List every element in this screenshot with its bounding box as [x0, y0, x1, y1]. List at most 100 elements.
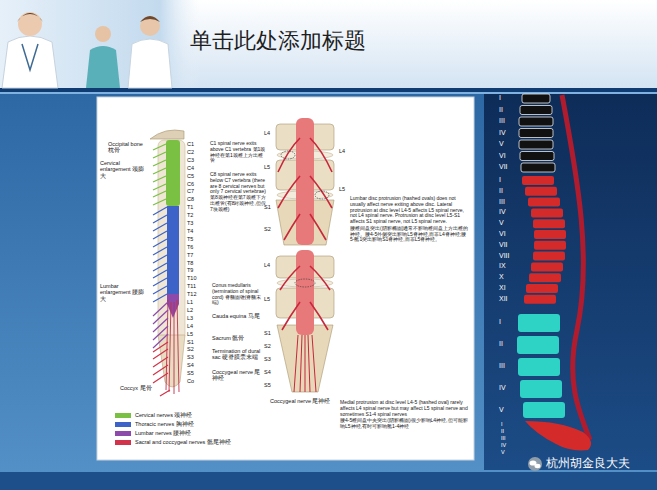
figure-panel	[97, 97, 474, 460]
vertebra-number: III	[499, 362, 505, 370]
note-text: Medial protrusion at disc level L4-5 (ha…	[340, 400, 468, 417]
sacral-spine-figure	[276, 250, 334, 392]
segment-label: T12	[187, 291, 196, 297]
segment-label: T7	[187, 252, 193, 258]
anatomy-label: Coccygeal nerve 尾神经	[212, 369, 264, 382]
level-label: L5	[264, 296, 270, 302]
legend-swatch	[115, 413, 131, 418]
note-text: 腰4-5椎间盘中央突出(阴影椭圆)很少影响L4神经,但可能影响L5神经,有时可影…	[340, 418, 468, 430]
watermark: 杭州胡金良大夫	[546, 457, 630, 471]
vertebra-number: V	[499, 406, 504, 414]
vertebra-number: I	[499, 318, 501, 326]
legend-text: Cervical nerves 颈神经	[135, 412, 192, 418]
legend-text: Sacral and coccygeal nerves 骶尾神经	[135, 439, 231, 445]
legend-text: Lumbar nerves 腰神经	[135, 430, 191, 436]
callout-note: C1 spinal nerve exits above C1 vertebra …	[210, 141, 266, 164]
segment-label: T1	[187, 204, 193, 210]
lumbar-spine-figure	[276, 118, 334, 245]
vertebra-number: IX	[499, 262, 506, 270]
vertebra-number: III	[501, 435, 506, 441]
vertebra-number: II	[499, 340, 503, 348]
legend-row: Sacral and coccygeal nerves 骶尾神经	[115, 439, 231, 446]
legend-row: Lumbar nerves 腰神经	[115, 430, 191, 437]
level-label: L5	[264, 164, 270, 170]
anatomy-label: Conus medullaris (termination of spinal …	[212, 283, 264, 306]
anatomy-label: Termination of dural sac 硬脊膜囊末端	[212, 348, 262, 361]
segment-label: L1	[187, 299, 193, 305]
segment-label: L3	[187, 315, 193, 321]
anatomy-label: Coccyx 尾骨	[120, 385, 152, 391]
segment-label: S5	[187, 370, 194, 376]
level-label: S3	[264, 356, 271, 362]
anatomy-label: Lumbar enlargement 腰膨大	[100, 283, 148, 302]
note-text: Lumbar disc protrusion (hashed ovals) do…	[350, 196, 470, 225]
vertebra-number: III	[499, 198, 505, 206]
anatomy-label: Occipital bone 枕骨	[108, 141, 148, 154]
slide-title: 单击此处添加标题	[190, 28, 366, 53]
vertebra-number: V	[501, 449, 505, 455]
anatomy-label: Coccygeal nerve 尾神经	[270, 398, 336, 404]
vertebra-number: I	[499, 176, 501, 184]
legend-text: Thoracic nerves 胸神经	[135, 421, 194, 427]
segment-label: S2	[187, 346, 194, 352]
segment-label: T8	[187, 260, 193, 266]
vertebra-number: IV	[499, 384, 506, 392]
footer-band	[0, 472, 657, 490]
legend-row: Cervical nerves 颈神经	[115, 412, 192, 419]
level-label: S2	[264, 226, 271, 232]
level-label: L4	[339, 148, 345, 154]
vertebra-number: V	[499, 219, 504, 227]
segment-label: S4	[187, 362, 194, 368]
vertebra-number: III	[499, 117, 505, 125]
vertebra-number: IV	[501, 442, 506, 448]
vertebra-number: I	[501, 421, 503, 427]
vertebra-number: IV	[499, 129, 506, 137]
segment-label: T5	[187, 236, 193, 242]
anatomy-label: Cervical enlargement 颈膨大	[100, 160, 148, 179]
spinal-cord-figure	[150, 130, 185, 396]
vertebra-number: IV	[499, 208, 506, 216]
segment-label: T9	[187, 267, 193, 273]
segment-label: T2	[187, 212, 193, 218]
segment-label: C4	[187, 165, 194, 171]
vertebra-number: I	[499, 94, 501, 102]
legend-swatch	[115, 440, 131, 445]
legend-row: Thoracic nerves 胸神经	[115, 421, 194, 428]
level-label: L5	[339, 186, 345, 192]
level-label: L4	[264, 262, 270, 268]
doctors-photo	[0, 0, 200, 88]
segment-label: L2	[187, 307, 193, 313]
level-label: S4	[264, 369, 271, 375]
segment-label: Co	[187, 378, 194, 384]
vertebra-number: VI	[499, 152, 506, 160]
segment-label: S3	[187, 354, 194, 360]
vertebral-column-picture	[484, 94, 657, 470]
segment-label: L4	[187, 323, 193, 329]
level-label: S2	[264, 343, 271, 349]
segment-label: T6	[187, 244, 193, 250]
segment-label: L5	[187, 331, 193, 337]
vertebra-number: II	[501, 428, 504, 434]
vertebra-number: VII	[499, 163, 508, 171]
legend-swatch	[115, 431, 131, 436]
vertebra-number: XI	[499, 284, 506, 292]
header-band	[0, 0, 657, 88]
level-label: S5	[264, 382, 271, 388]
vertebra-number: V	[499, 140, 504, 148]
vertebra-number: VIII	[499, 252, 510, 260]
callout-note: C8 spinal nerve exits below C7 vertebra …	[210, 172, 266, 212]
segment-label: S1	[187, 339, 194, 345]
vertebra-number: X	[499, 273, 504, 281]
vertebra-number: II	[499, 187, 503, 195]
segment-label: C5	[187, 173, 194, 179]
level-label: L4	[264, 130, 270, 136]
segment-label: C8	[187, 196, 194, 202]
vertebra-number: II	[499, 106, 503, 114]
anatomy-label: Sacrum 骶骨	[212, 335, 264, 341]
segment-label: C1	[187, 141, 194, 147]
legend-swatch	[115, 422, 131, 427]
segment-label: C3	[187, 157, 194, 163]
vertebra-number: VI	[499, 230, 506, 238]
